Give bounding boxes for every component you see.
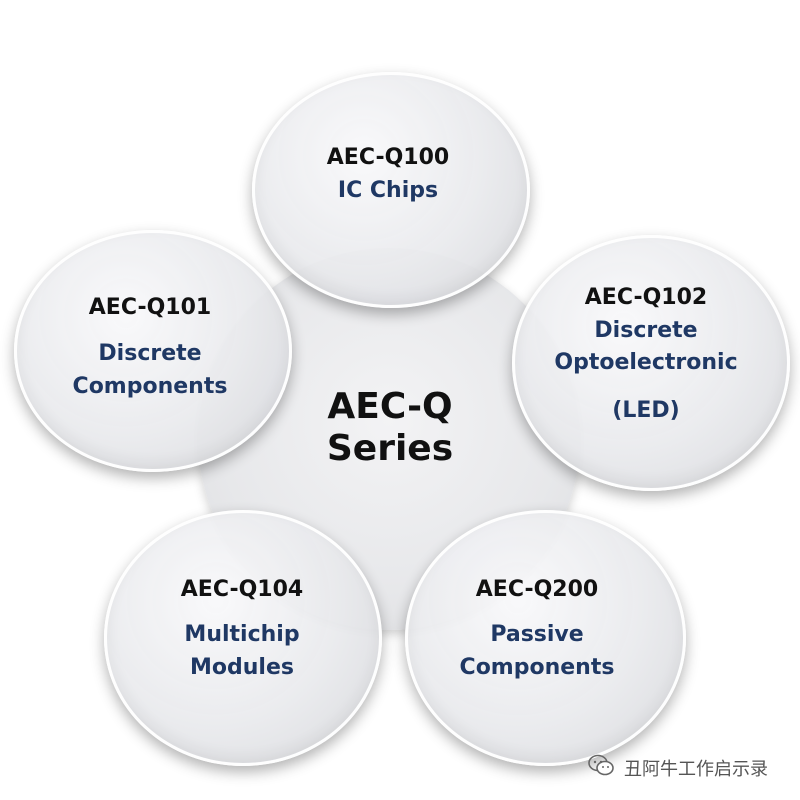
- desc-aec-q102-line3: (LED): [612, 398, 680, 423]
- desc-aec-q104-line1: Multichip: [184, 622, 300, 647]
- watermark: 丑阿牛工作启示录: [588, 754, 768, 781]
- circle-aec-q102: [512, 235, 790, 491]
- watermark-text: 丑阿牛工作启示录: [624, 758, 768, 780]
- circle-aec-q104: [104, 510, 382, 766]
- desc-aec-q100-line1: IC Chips: [337, 178, 439, 203]
- desc-aec-q101-line1: Discrete: [98, 341, 202, 366]
- desc-aec-q200-line1: Passive: [490, 622, 584, 647]
- wechat-icon: [588, 754, 614, 781]
- code-aec-q200: AEC-Q200: [475, 577, 599, 602]
- desc-aec-q104-line2: Modules: [190, 655, 294, 680]
- circle-aec-q100: [252, 72, 530, 308]
- circle-aec-q200: [405, 510, 686, 766]
- circle-aec-q101: [14, 230, 292, 472]
- code-aec-q100: AEC-Q100: [326, 145, 450, 170]
- center-title-line1: AEC-Q: [327, 386, 453, 427]
- desc-aec-q200-line2: Components: [459, 655, 615, 680]
- code-aec-q101: AEC-Q101: [88, 295, 212, 320]
- center-title-line2: Series: [326, 428, 454, 469]
- desc-aec-q101-line2: Components: [72, 374, 228, 399]
- code-aec-q104: AEC-Q104: [180, 577, 304, 602]
- code-aec-q102: AEC-Q102: [584, 285, 708, 310]
- desc-aec-q102-line2: Optoelectronic: [554, 350, 738, 375]
- desc-aec-q102-line1: Discrete: [594, 318, 698, 343]
